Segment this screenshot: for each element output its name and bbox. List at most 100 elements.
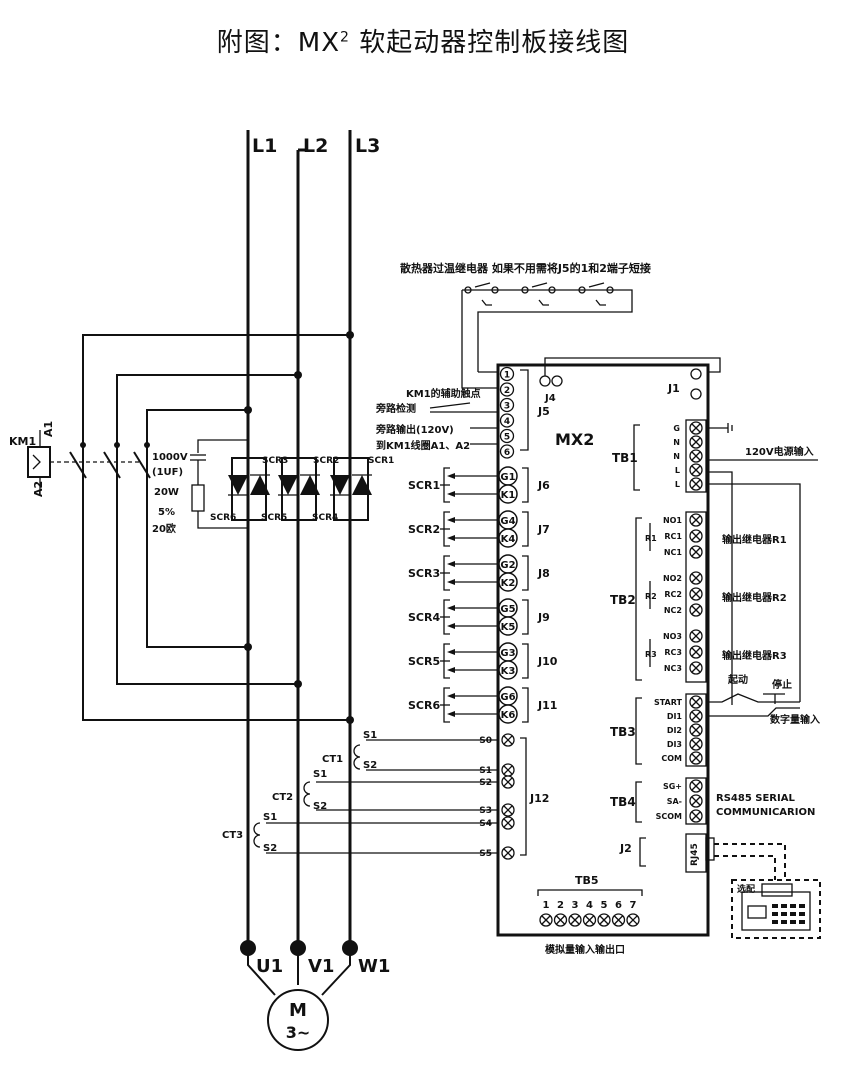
scr-pairs: SCR3 SCR2 SCR1 SCR6 SCR5 SCR4 bbox=[210, 456, 394, 523]
j2-label: J2 bbox=[619, 842, 632, 855]
tb1-pin-label: G bbox=[673, 424, 680, 433]
j5-pin-label: 2 bbox=[504, 386, 510, 396]
tb5-pin-label: 5 bbox=[601, 900, 608, 911]
tb2-pin bbox=[689, 545, 703, 559]
snubber-capacitance: (1UF) bbox=[152, 467, 183, 478]
gate-connector-label: J8 bbox=[537, 567, 550, 580]
km1-contactor: KM1 A1 A2 bbox=[9, 421, 151, 500]
j5-label: J5 bbox=[537, 405, 550, 418]
gate-terminal-label: G3 bbox=[500, 648, 515, 659]
j5-pin bbox=[499, 397, 515, 413]
tb4-pin bbox=[689, 809, 703, 823]
relay-note: 输出继电器R2 bbox=[722, 591, 787, 604]
tb4-note-2: COMMUNICARION bbox=[716, 807, 815, 818]
tb2-pin-label: NC3 bbox=[664, 664, 682, 673]
output-w1: W1 bbox=[358, 956, 390, 977]
title-superscript: 2 bbox=[340, 29, 350, 46]
tb5-pin bbox=[626, 913, 640, 927]
relay-tag: R1 bbox=[645, 534, 657, 543]
ct2-label: CT2 bbox=[272, 792, 293, 803]
tb2-pin-label: NC2 bbox=[664, 606, 682, 615]
gate-connector-label: J7 bbox=[537, 523, 550, 536]
tb2-pin-label: NO1 bbox=[663, 516, 682, 525]
j5-pin bbox=[499, 413, 515, 428]
tb5-pin-label: 2 bbox=[557, 900, 564, 911]
tb4-label: TB4 bbox=[610, 795, 636, 809]
gate-group-name: SCR1 bbox=[408, 479, 440, 492]
overtemp-note: 散热器过温继电器 如果不用需将J5的1和2端子短接 bbox=[400, 261, 651, 275]
tb2-pin bbox=[689, 513, 703, 527]
km1-a1-label: A1 bbox=[42, 421, 55, 437]
gate-connector-label: J9 bbox=[537, 611, 550, 624]
relay-note: 输出继电器R3 bbox=[722, 649, 787, 662]
gate-terminal-label: G4 bbox=[500, 516, 515, 527]
tb5-pin bbox=[568, 913, 582, 927]
j5-pin-label: 5 bbox=[504, 433, 510, 443]
cathode-terminal-label: K3 bbox=[501, 666, 516, 677]
snubber-rc: 1000V (1UF) 20W 5% 20欧 bbox=[152, 439, 248, 535]
tb5-pin bbox=[597, 913, 611, 927]
tb3-pin bbox=[689, 709, 703, 723]
tb5-pin-label: 4 bbox=[586, 900, 593, 911]
snubber-voltage: 1000V bbox=[152, 452, 188, 463]
gate-terminal-label: G6 bbox=[500, 692, 515, 703]
gate-connector-label: J10 bbox=[537, 655, 558, 668]
main-phase-lines: L1 L2 L3 bbox=[246, 130, 380, 945]
phase-label-l1: L1 bbox=[252, 135, 277, 157]
ct2-s2: S2 bbox=[313, 801, 327, 812]
tb2-pin bbox=[689, 661, 703, 675]
tb3-pin bbox=[689, 737, 703, 751]
j12-pin bbox=[501, 803, 515, 817]
tb5-pin bbox=[553, 913, 568, 927]
km1-a2-label: A2 bbox=[32, 481, 45, 497]
tb4-pin-label: SA- bbox=[667, 797, 682, 806]
tb5-pin bbox=[539, 913, 553, 927]
relay-tag: R2 bbox=[645, 592, 657, 601]
tb1-pin bbox=[689, 449, 703, 463]
bypass-taps bbox=[82, 331, 354, 724]
tb2-pin-label: NO2 bbox=[663, 574, 682, 583]
j12-pin-label: S5 bbox=[479, 849, 492, 859]
relay-tag: R3 bbox=[645, 650, 657, 659]
page-title: 附图：MX2 软起动器控制板接线图 bbox=[0, 22, 846, 59]
cathode-terminal bbox=[498, 572, 518, 592]
j12-pin-label: S2 bbox=[479, 778, 492, 788]
tb5-pin-label: 1 bbox=[543, 900, 550, 911]
tb2-pin bbox=[689, 571, 703, 585]
board-name: MX2 bbox=[555, 430, 594, 449]
j5-pin-label: 4 bbox=[504, 417, 510, 427]
j5-note-coil: 到KM1线圈A1、A2 bbox=[376, 439, 470, 452]
j12-pin-label: S4 bbox=[479, 819, 492, 829]
phase-label-l3: L3 bbox=[355, 135, 380, 157]
tb1-pin bbox=[689, 477, 703, 491]
tb5-note: 模拟量输入输出口 bbox=[545, 943, 625, 956]
gate-group-name: SCR3 bbox=[408, 567, 440, 580]
gate-terminal-label: G5 bbox=[500, 604, 515, 615]
cathode-terminal bbox=[498, 484, 518, 504]
tb3-label: TB3 bbox=[610, 725, 636, 739]
scr3-label: SCR3 bbox=[262, 456, 288, 466]
cathode-terminal bbox=[498, 616, 518, 636]
tb4-pin bbox=[689, 794, 703, 808]
tb1-pin-label: L bbox=[675, 480, 680, 489]
title-suffix: 软起动器控制板接线图 bbox=[349, 28, 630, 58]
j5-note-out: 旁路输出(120V) bbox=[375, 423, 454, 436]
gate-terminal-label: G2 bbox=[500, 560, 515, 571]
tb5-pin-label: 3 bbox=[572, 900, 579, 911]
tb3-pin-label: DI2 bbox=[667, 726, 682, 735]
snubber-resistance: 20欧 bbox=[152, 522, 176, 535]
tb1-pin bbox=[689, 463, 703, 477]
rj45-label: RJ45 bbox=[690, 843, 700, 866]
title-prefix: 附图：MX bbox=[216, 28, 341, 58]
tb5-pin-label: 7 bbox=[630, 900, 637, 911]
gate-connector-label: J6 bbox=[537, 479, 550, 492]
snubber-tolerance: 5% bbox=[158, 507, 175, 518]
j12-pin-label: S0 bbox=[479, 736, 492, 746]
tb3-pin-label: COM bbox=[661, 754, 682, 763]
